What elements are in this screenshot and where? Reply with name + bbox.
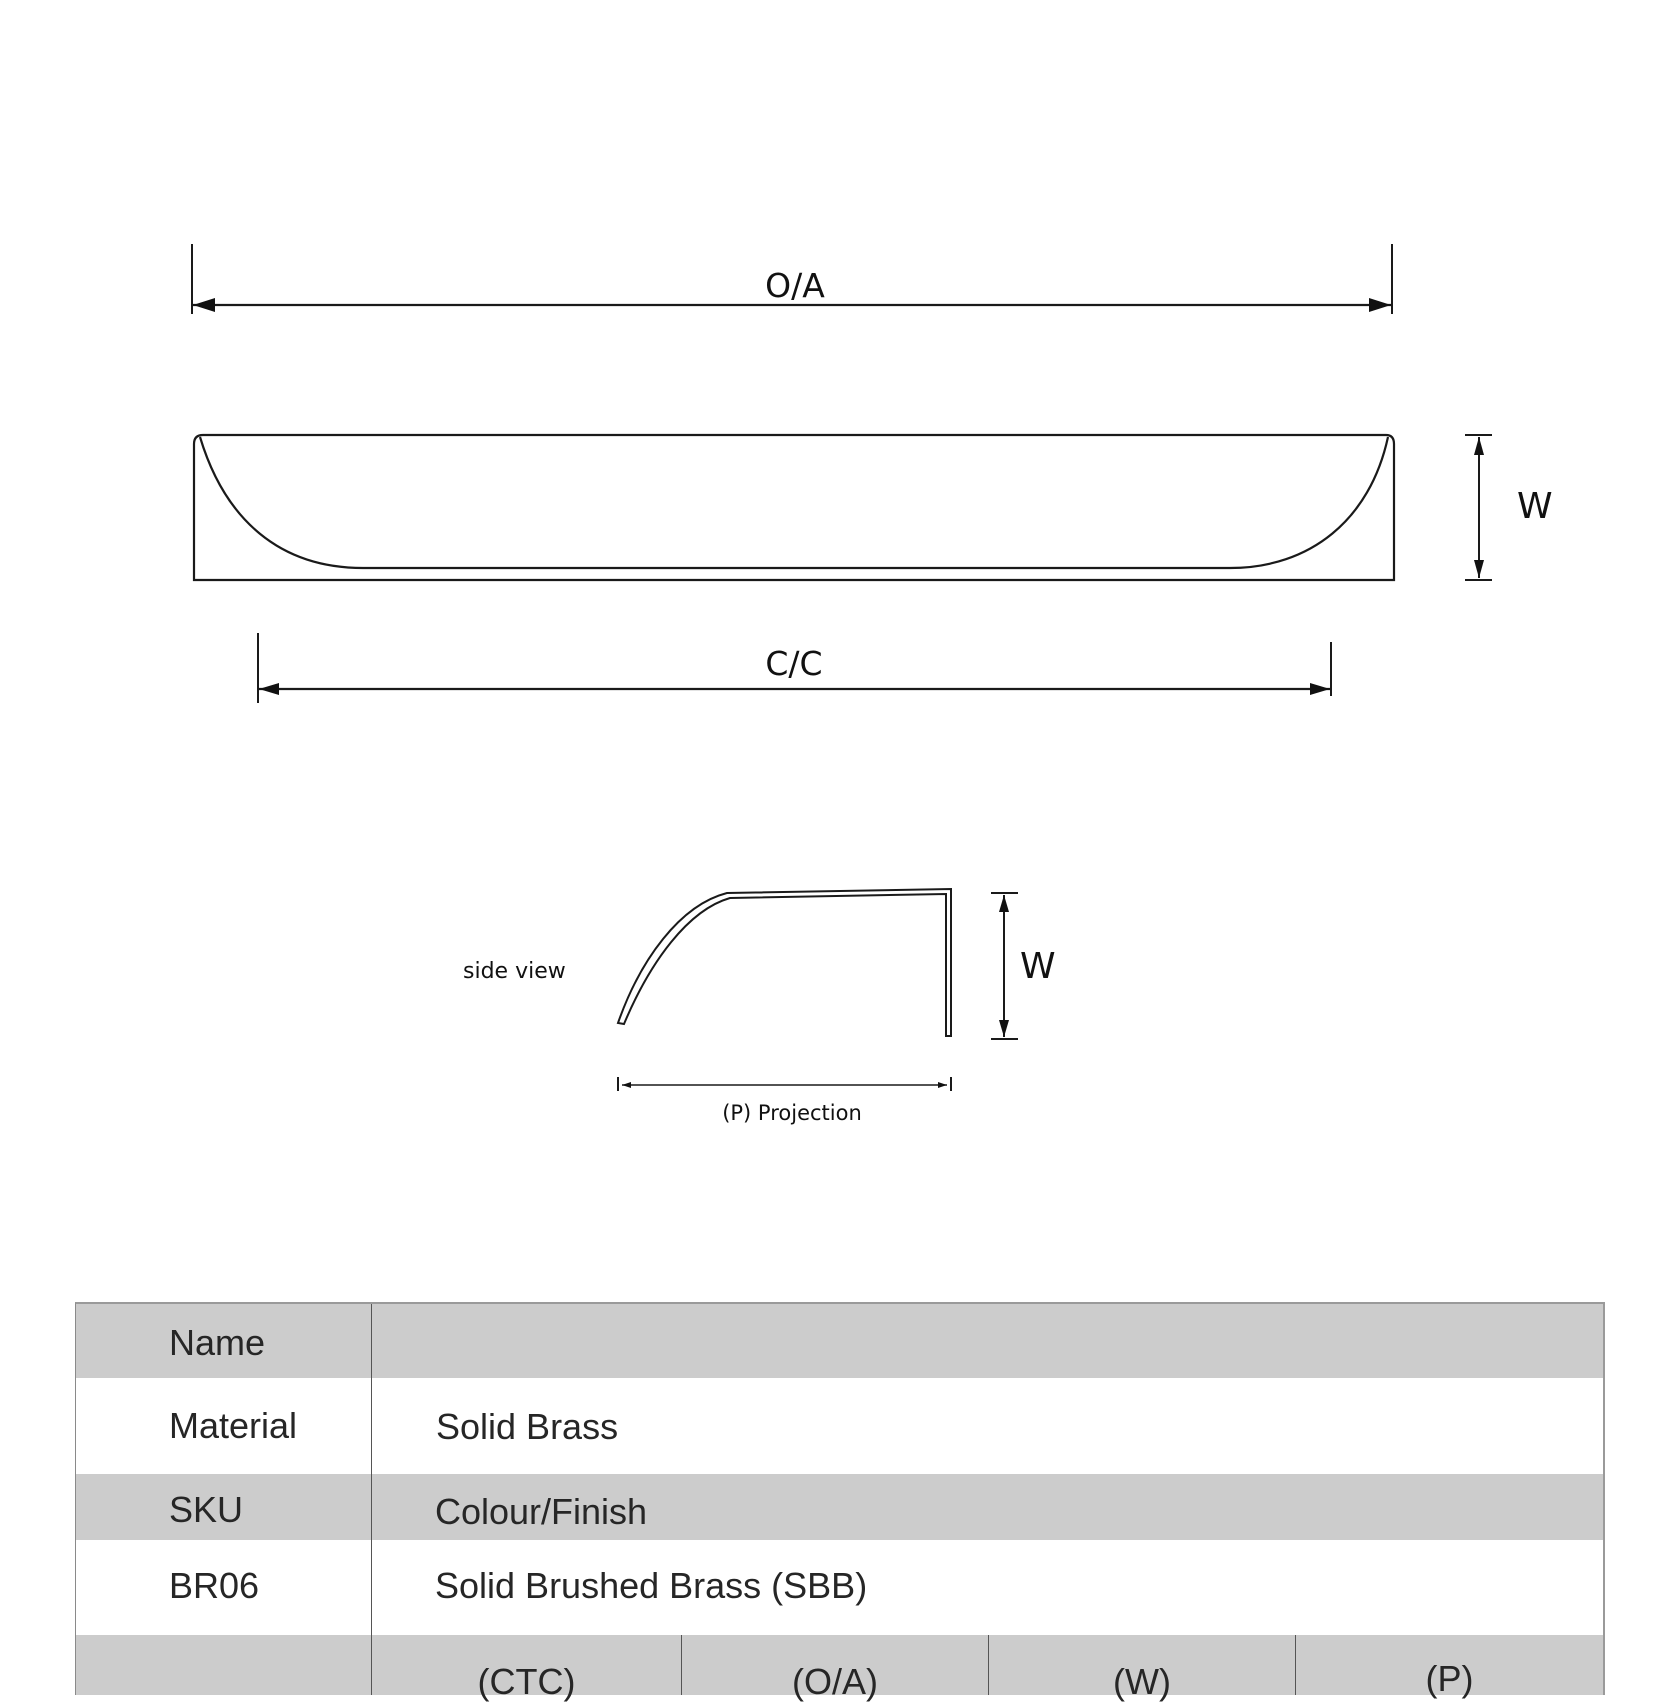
- column-header-oa: (O/A): [681, 1635, 988, 1700]
- center-to-center-label: C/C: [765, 644, 822, 683]
- arrow-up-icon: [1474, 437, 1484, 455]
- arrow-right-icon: [1369, 298, 1391, 312]
- dimension-columns: (CTC) (O/A) (W) (P): [372, 1635, 1603, 1700]
- table-row-dimensions-header: (CTC) (O/A) (W) (P): [76, 1635, 1603, 1700]
- center-to-center-dimension: C/C: [257, 633, 1332, 703]
- table-cell-label: Name: [76, 1304, 372, 1378]
- width-label-side: W: [1020, 946, 1056, 987]
- colour-finish-label: Colour/Finish: [435, 1491, 648, 1532]
- arrow-up-icon: [999, 895, 1009, 912]
- column-header-p: (P): [1295, 1635, 1603, 1699]
- arrow-right-icon: [1310, 683, 1330, 695]
- column-header-ctc: (CTC): [372, 1635, 681, 1700]
- spec-table: Name Material Solid Brass SKU Colour/Fin…: [75, 1302, 1605, 1700]
- table-cell-value: Solid Brass: [372, 1378, 1603, 1474]
- p-header: (P): [1425, 1658, 1474, 1699]
- table-cell-label: Material: [76, 1378, 372, 1474]
- table-row-sku: SKU Colour/Finish: [76, 1474, 1603, 1540]
- sku-label: SKU: [169, 1489, 244, 1530]
- material-label: Material: [169, 1405, 298, 1446]
- overall-length-dimension: O/A: [191, 244, 1393, 314]
- overall-length-label: O/A: [765, 266, 825, 305]
- projection-label: (P) Projection: [722, 1101, 862, 1125]
- table-row-name: Name: [76, 1304, 1603, 1378]
- handle-technical-drawing: O/A W C/C side view W (: [191, 244, 1553, 1125]
- column-header-w: (W): [988, 1635, 1295, 1700]
- table-row-product: BR06 Solid Brushed Brass (SBB): [76, 1540, 1603, 1635]
- finish-value: Solid Brushed Brass (SBB): [435, 1565, 868, 1606]
- ctc-header: (CTC): [477, 1661, 576, 1702]
- sku-value: BR06: [169, 1565, 260, 1606]
- arrow-left-icon: [259, 683, 279, 695]
- handle-front-view: [192, 433, 1396, 582]
- arrow-left-icon: [193, 298, 215, 312]
- arrow-right-icon: [938, 1082, 947, 1088]
- table-cell-value: [372, 1304, 1603, 1378]
- arrow-left-icon: [622, 1082, 631, 1088]
- table-cell-label: SKU: [76, 1474, 372, 1540]
- material-value: Solid Brass: [436, 1406, 619, 1447]
- width-dimension-front: W: [1465, 434, 1553, 581]
- width-label-front: W: [1517, 486, 1553, 527]
- handle-side-view: side view W (P) Projection: [463, 887, 1056, 1125]
- arrow-down-icon: [999, 1020, 1009, 1037]
- table-cell-label: BR06: [76, 1540, 372, 1635]
- side-view-caption: side view: [463, 959, 566, 984]
- oa-header: (O/A): [792, 1661, 878, 1702]
- table-cell-value: Colour/Finish: [372, 1474, 1603, 1540]
- w-header: (W): [1113, 1661, 1171, 1702]
- name-label: Name: [169, 1322, 266, 1363]
- table-cell-value: Solid Brushed Brass (SBB): [372, 1540, 1603, 1635]
- table-cell-label: [76, 1635, 372, 1695]
- arrow-down-icon: [1474, 560, 1484, 578]
- table-row-material: Material Solid Brass: [76, 1378, 1603, 1474]
